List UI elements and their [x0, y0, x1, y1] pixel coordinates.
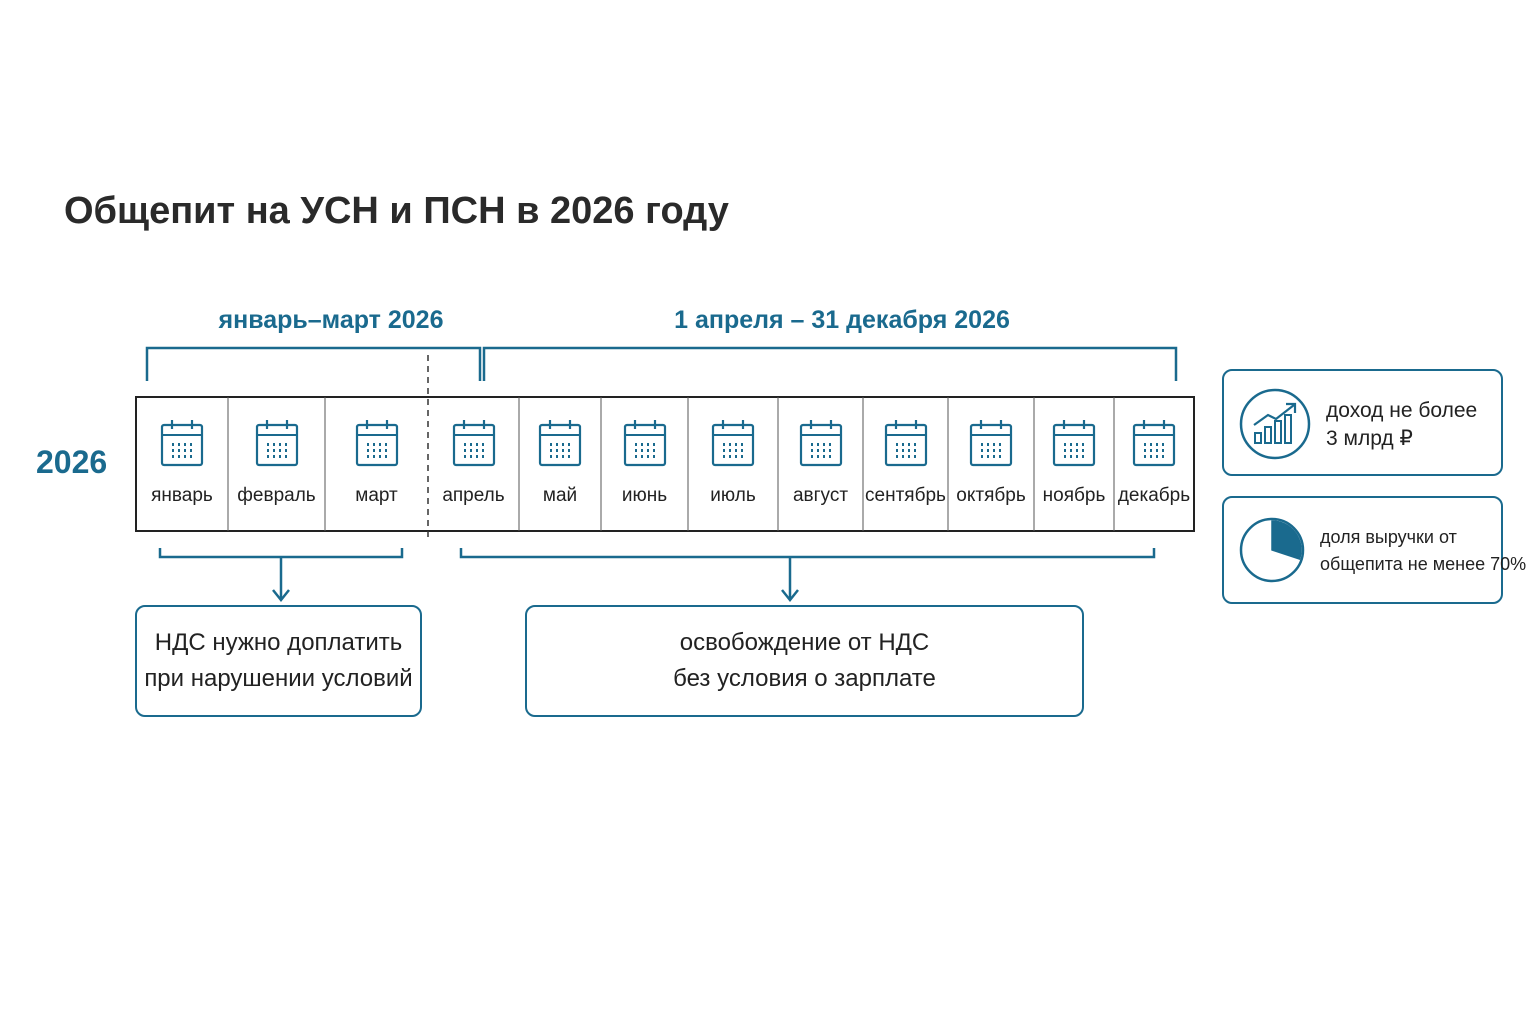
month-label-1: январь — [151, 485, 213, 506]
brace-rest — [482, 346, 1178, 381]
outcome-rest-line2: без условия о зарплате — [673, 665, 936, 692]
month-label-12: декабрь — [1117, 485, 1191, 506]
calendar-icon — [884, 420, 927, 467]
month-label-6: июнь — [621, 485, 668, 506]
condition-share-line2: общепита не менее 70% — [1320, 554, 1527, 574]
brace-q1 — [145, 346, 482, 381]
calendar-icon — [1132, 420, 1176, 467]
calendar-icon — [799, 420, 842, 467]
bracket-q1 — [158, 548, 404, 559]
condition-card-share: доля выручки от общепита не менее 70% — [1222, 496, 1526, 604]
outcome-q1-line1: НДС нужно доплатить — [154, 629, 403, 656]
condition-share-line1: доля выручки от — [1320, 527, 1457, 547]
condition-income-line2: 3 млрд ₽ — [1326, 427, 1413, 450]
month-strip-border — [135, 396, 1195, 532]
month-label-4: апрель — [442, 485, 505, 506]
calendar-icon — [255, 420, 298, 467]
arrow-q1 — [272, 557, 290, 603]
period-label-rest: 1 апреля – 31 декабря 2026 — [674, 306, 1010, 334]
condition-income-line1: доход не более — [1326, 399, 1478, 422]
arrow-rest — [781, 557, 799, 603]
calendar-icon — [538, 420, 582, 467]
month-dividers — [227, 397, 1115, 531]
pie-chart-icon — [1239, 517, 1305, 583]
outcome-rest-line1: освобождение от НДС — [679, 629, 930, 656]
page-title: Общепит на УСН и ПСН в 2026 году — [64, 190, 729, 232]
calendar-icon — [623, 420, 666, 467]
year-label: 2026 — [36, 444, 108, 480]
bracket-rest — [459, 548, 1156, 559]
month-label-8: август — [792, 485, 849, 506]
condition-card-income: доход не более 3 млрд ₽ — [1222, 369, 1503, 476]
outcome-box-q1: НДС нужно доплатить при нарушении услови… — [135, 605, 422, 717]
growth-chart-icon — [1239, 388, 1311, 460]
calendar-icon — [1052, 420, 1096, 467]
calendar-icon — [711, 420, 755, 467]
month-label-2: февраль — [237, 485, 316, 506]
calendar-icon — [355, 420, 398, 467]
month-label-7: июль — [710, 485, 756, 506]
month-label-9: сентябрь — [865, 485, 946, 506]
calendar-icon — [160, 420, 204, 467]
month-label-11: ноябрь — [1042, 485, 1106, 506]
month-label-3: март — [355, 485, 398, 506]
period-label-q1: январь–март 2026 — [218, 306, 444, 334]
month-label-5: май — [542, 485, 578, 506]
outcome-q1-line2: при нарушении условий — [144, 665, 413, 692]
pie-slice — [1271, 520, 1302, 560]
month-label-10: октябрь — [956, 485, 1026, 506]
outcome-box-rest: освобождение от НДС без условия о зарпла… — [525, 605, 1084, 717]
calendar-icon — [969, 420, 1013, 467]
calendar-icon — [452, 420, 495, 467]
